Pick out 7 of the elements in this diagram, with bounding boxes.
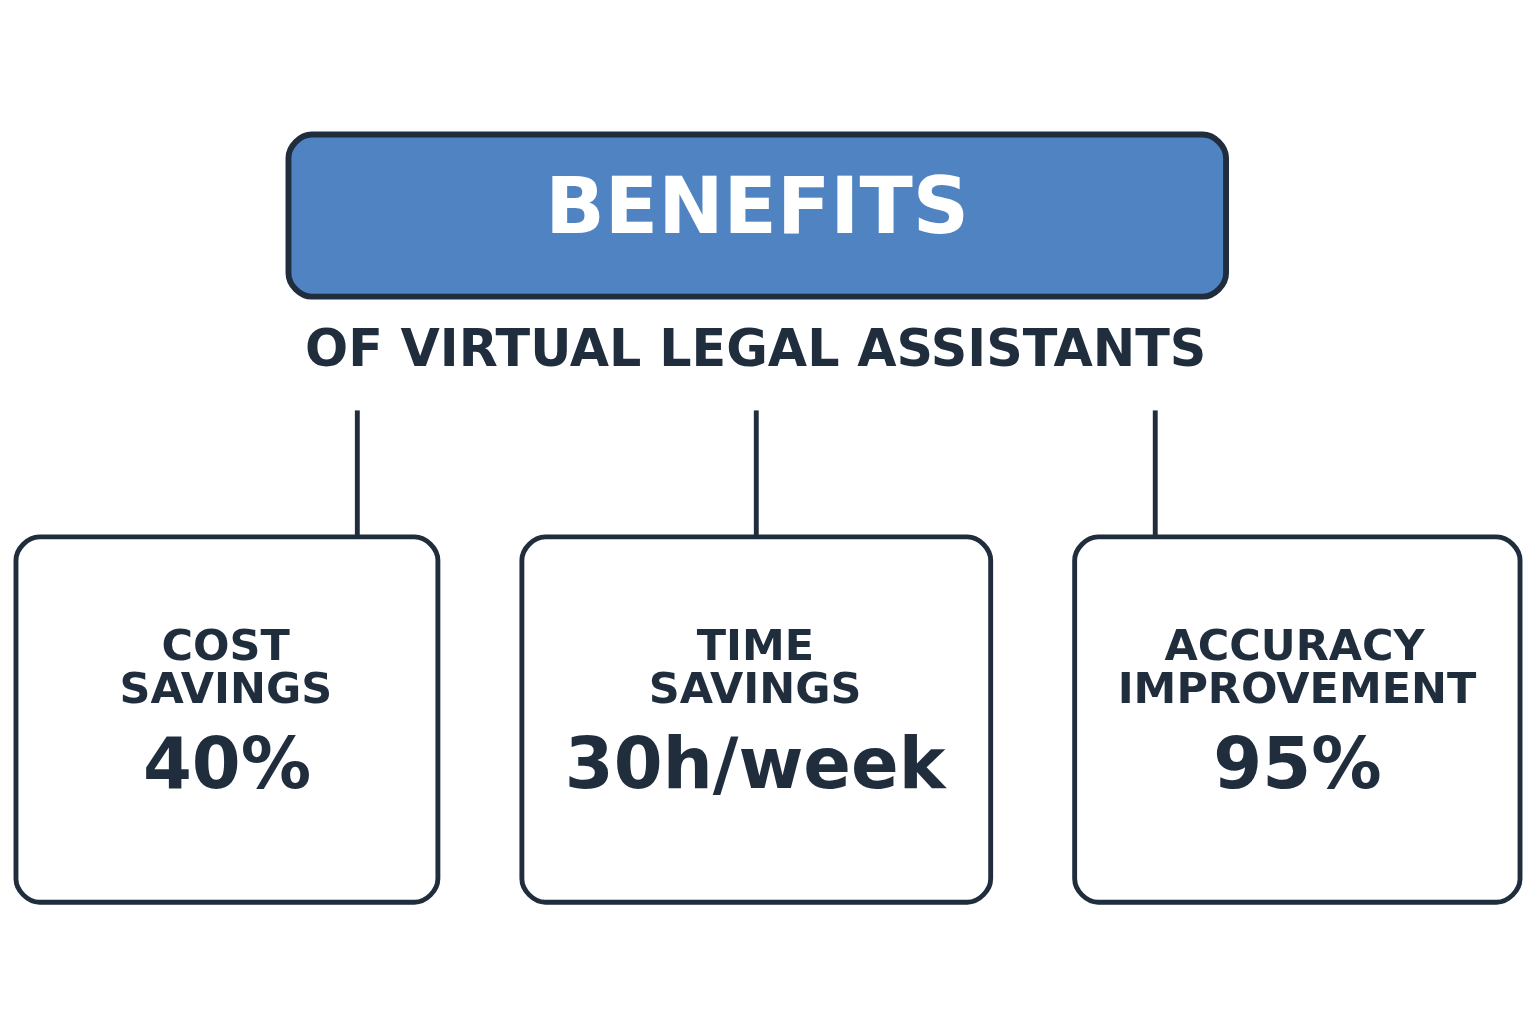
connector	[354, 409, 360, 537]
connector	[753, 409, 759, 537]
node-label: OF VIRTUAL LEGAL ASSISTANTS	[305, 318, 1207, 378]
node-box: COST SAVINGS 40%	[13, 533, 441, 905]
node-box: ACCURACY IMPROVEMENT 95%	[1072, 533, 1523, 905]
node-box: TIME SAVINGS 30h/week	[519, 533, 994, 905]
connector	[1152, 409, 1158, 537]
